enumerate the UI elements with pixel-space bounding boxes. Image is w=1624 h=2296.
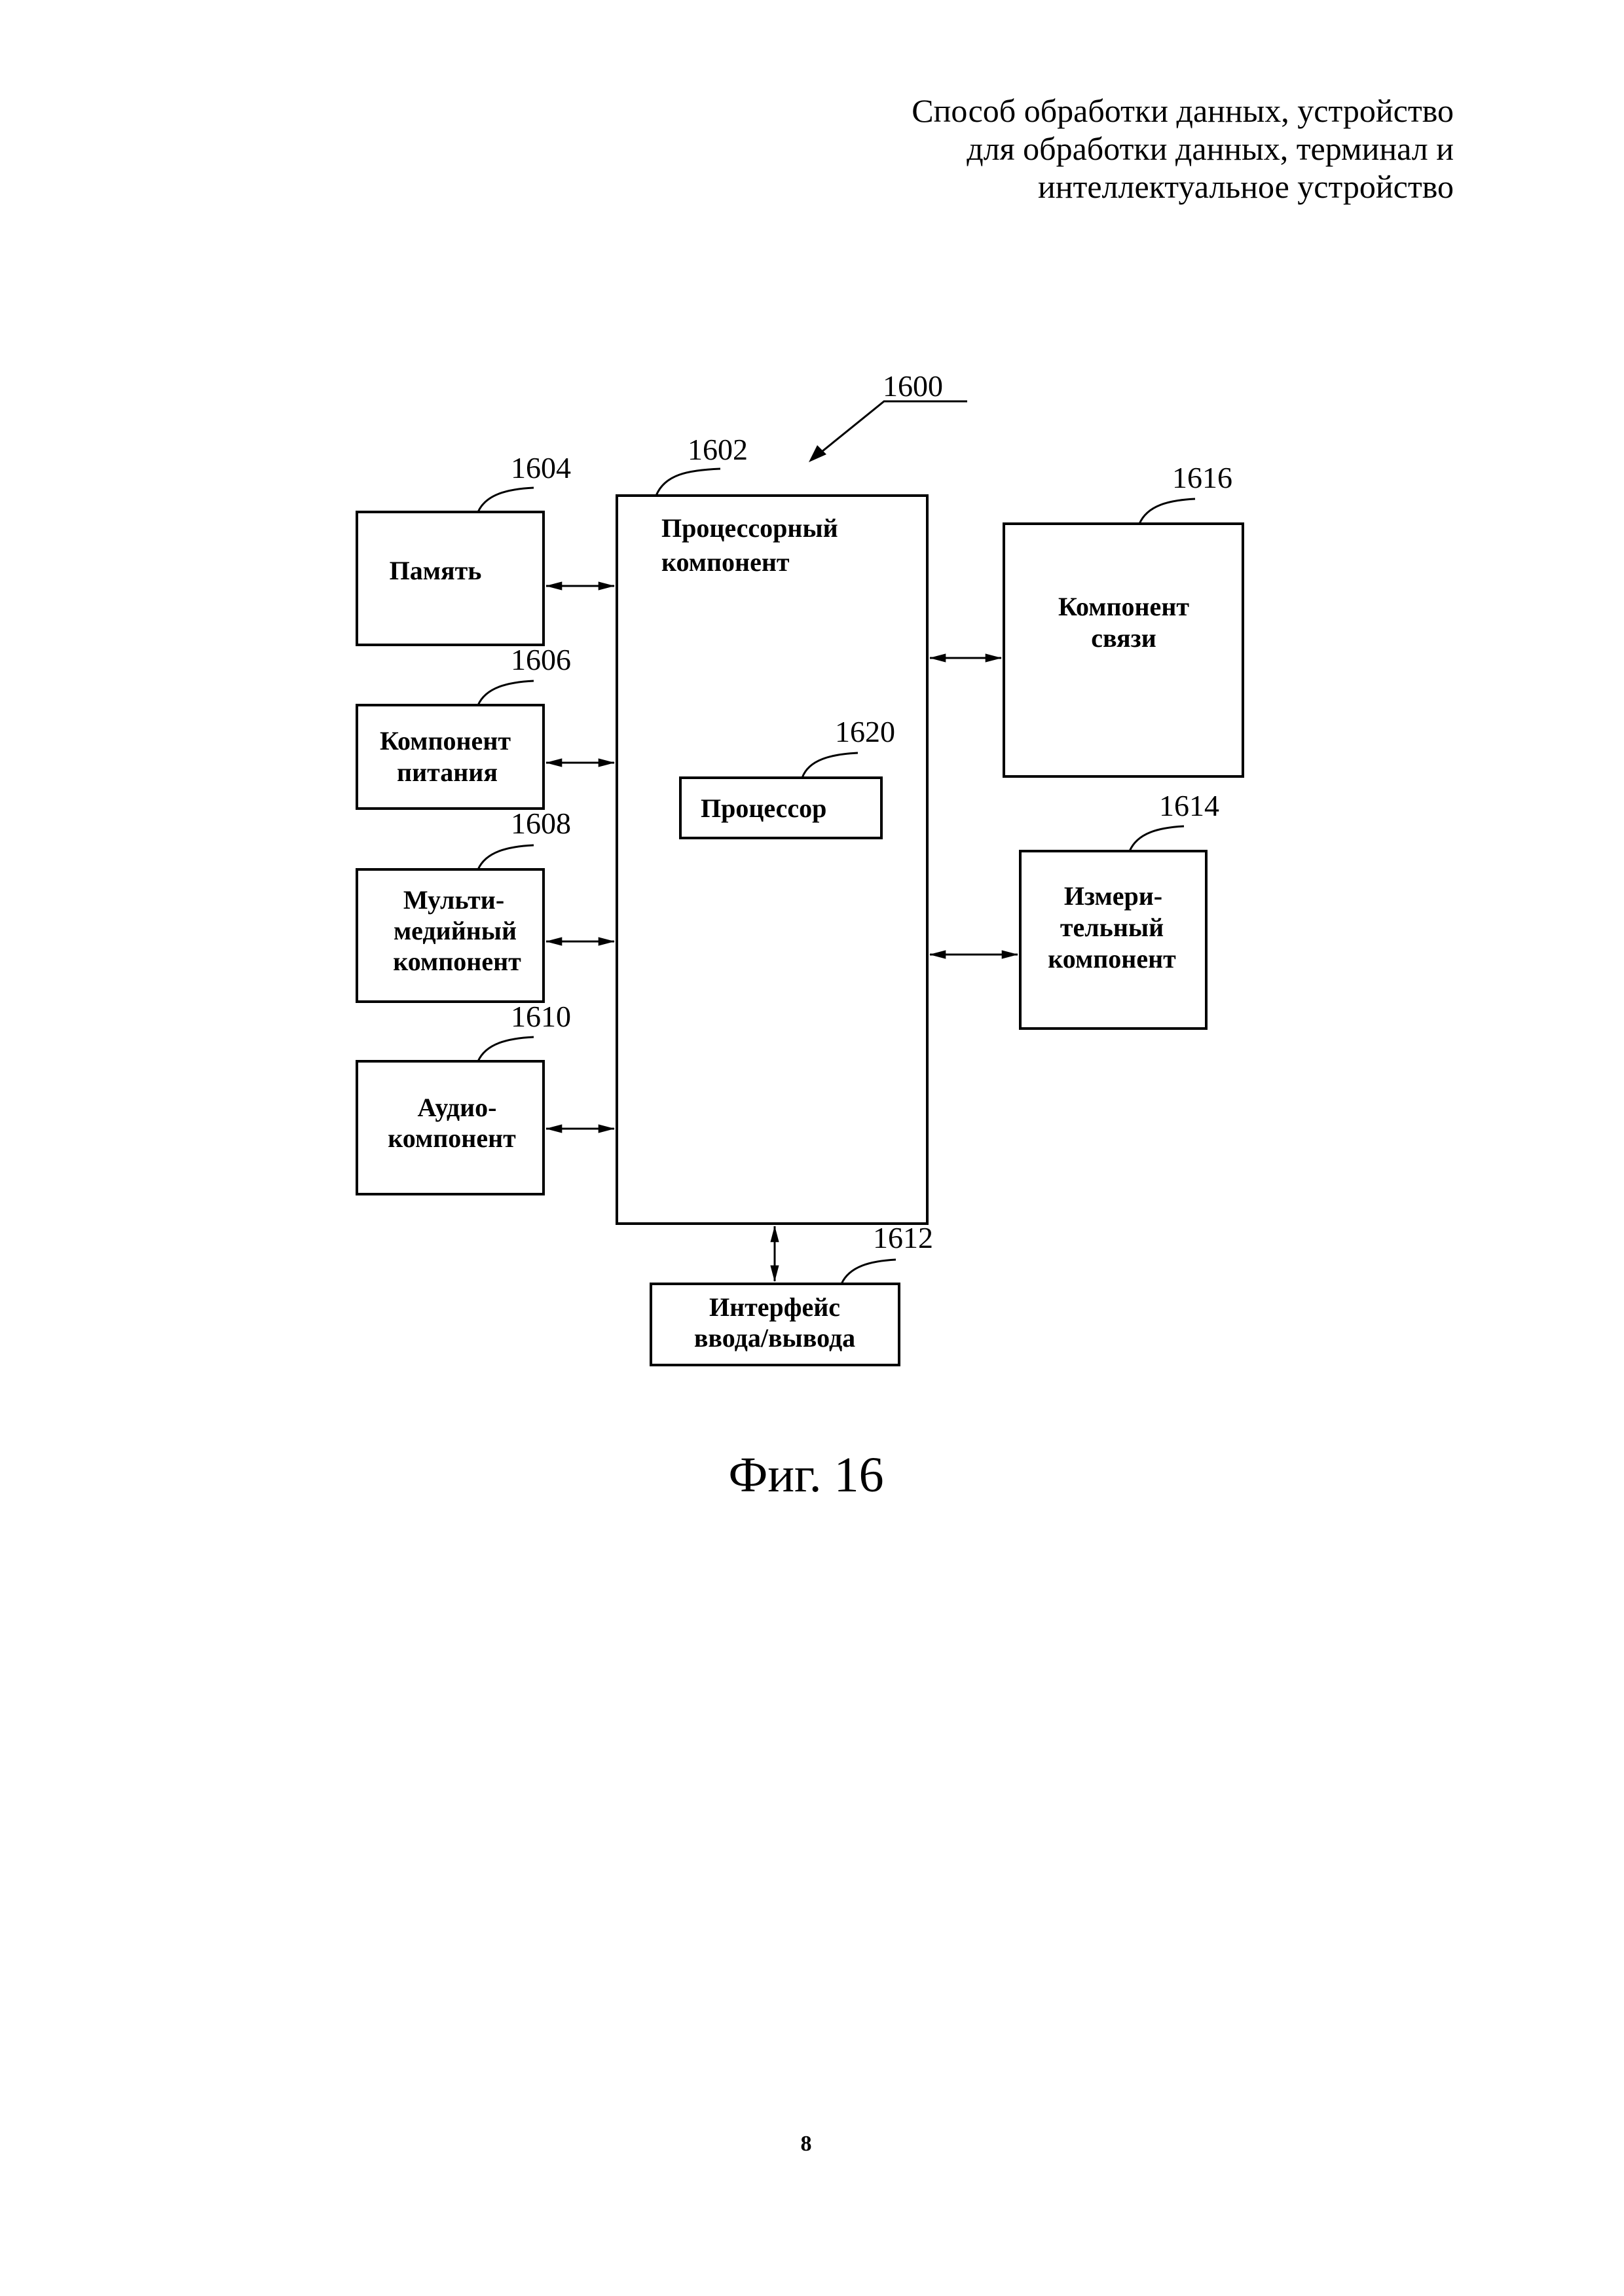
box-label: ввода/вывода — [694, 1323, 855, 1353]
audio-component: Аудио- компонент 1610 — [356, 1000, 571, 1195]
memory-component: Память 1604 — [356, 451, 571, 646]
processing-component: 1602 Процессорный компонент — [616, 433, 929, 1225]
box-label: компонент — [1048, 944, 1176, 974]
box-label: Интерфейс — [709, 1292, 840, 1322]
io-interface: Интерфейс ввода/вывода 1612 — [650, 1221, 933, 1366]
ref-1614: 1614 — [1159, 789, 1219, 822]
box-label: тельный — [1060, 913, 1164, 942]
ref-leader — [477, 680, 534, 706]
ref-1610: 1610 — [511, 1000, 571, 1033]
box-label: Память — [390, 556, 482, 585]
box-label: Компонент — [380, 726, 511, 756]
ref-leader — [477, 1036, 534, 1062]
box-label: Мульти- — [403, 885, 504, 915]
box-label: Процессор — [701, 793, 826, 823]
box-label: Измери- — [1064, 881, 1162, 911]
ref-leader — [1138, 498, 1196, 524]
box-label: связи — [1091, 623, 1156, 653]
ref-leader — [840, 1258, 896, 1285]
ref-1620: 1620 — [835, 715, 895, 748]
ref-leader — [477, 486, 534, 513]
title-line: Способ обработки данных, устройство — [912, 92, 1454, 129]
ref-1616: 1616 — [1172, 461, 1232, 494]
ref-leader — [655, 467, 721, 496]
box-label: Компонент — [1058, 592, 1189, 621]
ref-1600: 1600 — [883, 369, 943, 403]
page-number: 8 — [801, 2132, 812, 2156]
box-label: Аудио- — [418, 1093, 497, 1122]
title-line: интеллектуальное устройство — [1038, 168, 1454, 205]
document-title: Способ обработки данных, устройство для … — [912, 92, 1454, 206]
ref-leader — [477, 844, 534, 870]
box-label: питания — [397, 757, 498, 787]
multimedia-component: Мульти- медийный компонент 1608 — [356, 807, 571, 1003]
ref-leader — [801, 752, 858, 778]
figure-caption: Фиг. 16 — [728, 1448, 883, 1503]
box-label: компонент — [388, 1123, 516, 1153]
ref-1604: 1604 — [511, 451, 571, 484]
box-label: компонент — [393, 947, 521, 976]
sensor-component: Измери- тельный компонент 1614 — [1019, 789, 1219, 1030]
box-label: Процессорный — [661, 513, 838, 543]
power-component: Компонент питания 1606 — [356, 643, 571, 810]
box-label: медийный — [394, 916, 517, 945]
processor: Процессор 1620 — [679, 715, 895, 839]
ref-1608: 1608 — [511, 807, 571, 840]
ref-1602: 1602 — [688, 433, 748, 466]
box-label: компонент — [661, 547, 790, 577]
communication-component: Компонент связи 1616 — [1003, 461, 1244, 778]
ref-1612: 1612 — [873, 1221, 933, 1254]
arrow-head-icon — [809, 445, 826, 462]
ref-1600-leader — [811, 400, 967, 461]
title-line: для обработки данных, терминал и — [967, 130, 1454, 167]
ref-1606: 1606 — [511, 643, 571, 676]
ref-leader — [1128, 825, 1185, 852]
